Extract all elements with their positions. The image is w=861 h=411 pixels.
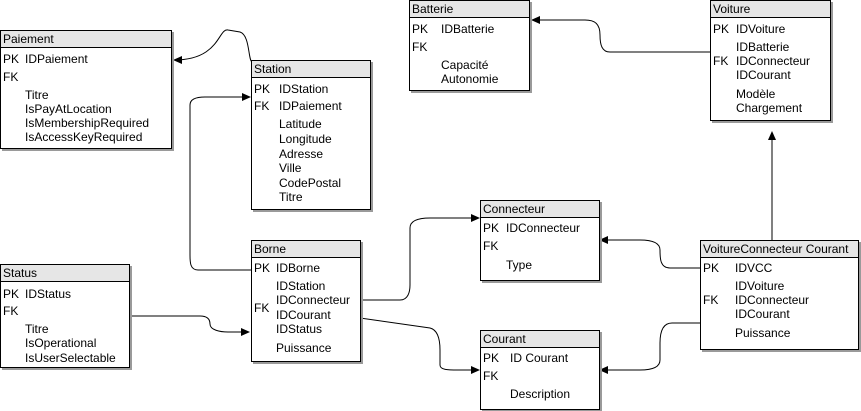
table-title: Batterie (410, 1, 529, 18)
field: IDBorne (276, 261, 321, 275)
table-title: Borne (252, 241, 360, 258)
table-courant[interactable]: Courant PK FK ID Courant Description (480, 330, 600, 410)
table-title: VoitureConnecteur Courant (701, 241, 858, 258)
link-vcc-connecteur (599, 236, 700, 269)
fk-label: FK (412, 40, 428, 54)
field: IDVCC (735, 261, 773, 275)
field: IDCourant (736, 68, 791, 82)
field: IDConnecteur (276, 293, 351, 307)
table-paiement[interactable]: Paiement PK FK IDPaiement Titre IsPayAtL… (0, 30, 172, 149)
field: IDStation (279, 82, 329, 96)
fk-label: FK (3, 304, 19, 318)
pk-label: PK (254, 82, 271, 96)
field: IDStatus (25, 287, 72, 301)
field: Titre (25, 88, 49, 102)
pk-label: PK (254, 261, 271, 275)
field: Latitude (279, 117, 322, 131)
table-title: Station (252, 61, 370, 78)
field: IDVoiture (736, 22, 786, 36)
link-borne-station (189, 93, 252, 271)
table-status[interactable]: Status PK FK IDStatus Titre IsOperationa… (0, 264, 130, 368)
field: Titre (279, 190, 303, 204)
field: IDVoiture (735, 279, 785, 293)
pk-label: PK (412, 22, 429, 36)
table-title: Courant (481, 331, 599, 348)
link-status-borne (130, 315, 250, 336)
link-borne-courant (359, 317, 480, 374)
fk-label: FK (254, 301, 270, 315)
field: IDCourant (276, 308, 331, 322)
field: Longitude (279, 132, 332, 146)
table-title: Status (1, 265, 129, 282)
pk-label: PK (3, 52, 20, 66)
field: Chargement (736, 101, 803, 115)
field: IsPayAtLocation (25, 102, 112, 116)
fk-label: FK (713, 54, 729, 68)
field: IDBatterie (736, 40, 790, 54)
field: Autonomie (441, 72, 499, 86)
field: IsUserSelectable (25, 351, 116, 365)
pk-label: PK (713, 22, 730, 36)
field: Modèle (736, 87, 776, 101)
table-connecteur[interactable]: Connecteur PK FK IDConnecteur Type (480, 200, 600, 281)
pk-label: PK (3, 287, 20, 301)
field: IDConnecteur (736, 54, 811, 68)
field: Type (506, 258, 533, 272)
field: Puissance (735, 326, 791, 340)
link-vcc-courant (599, 322, 700, 374)
link-station-paiement (173, 29, 253, 64)
link-borne-connecteur (360, 214, 480, 301)
field: IDBatterie (441, 22, 495, 36)
table-title: Connecteur (481, 201, 599, 218)
field: IDPaiement (279, 99, 342, 113)
table-title: Voiture (711, 1, 830, 18)
field: IDPaiement (25, 52, 88, 66)
pk-label: PK (703, 261, 720, 275)
field: IsAccessKeyRequired (25, 130, 143, 144)
field: IDConnecteur (506, 221, 581, 235)
field: Titre (25, 322, 49, 336)
table-station[interactable]: Station PK FK IDStation IDPaiement Latit… (251, 60, 371, 210)
fk-label: FK (483, 239, 499, 253)
fk-label: FK (483, 369, 499, 383)
table-title: Paiement (1, 31, 171, 48)
fk-label: FK (703, 293, 719, 307)
field: Capacité (441, 58, 489, 72)
field: Ville (279, 161, 302, 175)
link-voiture-batterie (531, 16, 710, 53)
field: CodePostal (279, 176, 342, 190)
field: Description (510, 387, 571, 401)
field: IDCourant (735, 307, 790, 321)
table-voitureconnecteur-courant[interactable]: VoitureConnecteur Courant PK FK IDVCC ID… (700, 240, 859, 350)
field: Adresse (279, 147, 324, 161)
table-voiture[interactable]: Voiture PK FK IDVoiture IDBatterie IDCon… (710, 0, 831, 121)
field: Puissance (276, 341, 332, 355)
field: IDStatus (276, 322, 323, 336)
field: ID Courant (510, 351, 569, 365)
table-borne[interactable]: Borne PK FK IDBorne IDStation IDConnecte… (251, 240, 361, 362)
pk-label: PK (483, 351, 500, 365)
table-batterie[interactable]: Batterie PK FK IDBatterie Capacité Auton… (409, 0, 530, 91)
field: IsMembershipRequired (25, 116, 150, 130)
fk-label: FK (254, 99, 270, 113)
field: IDConnecteur (735, 293, 810, 307)
field: IsOperational (25, 336, 97, 350)
field: IDStation (276, 279, 326, 293)
pk-label: PK (483, 221, 500, 235)
fk-label: FK (3, 70, 19, 84)
